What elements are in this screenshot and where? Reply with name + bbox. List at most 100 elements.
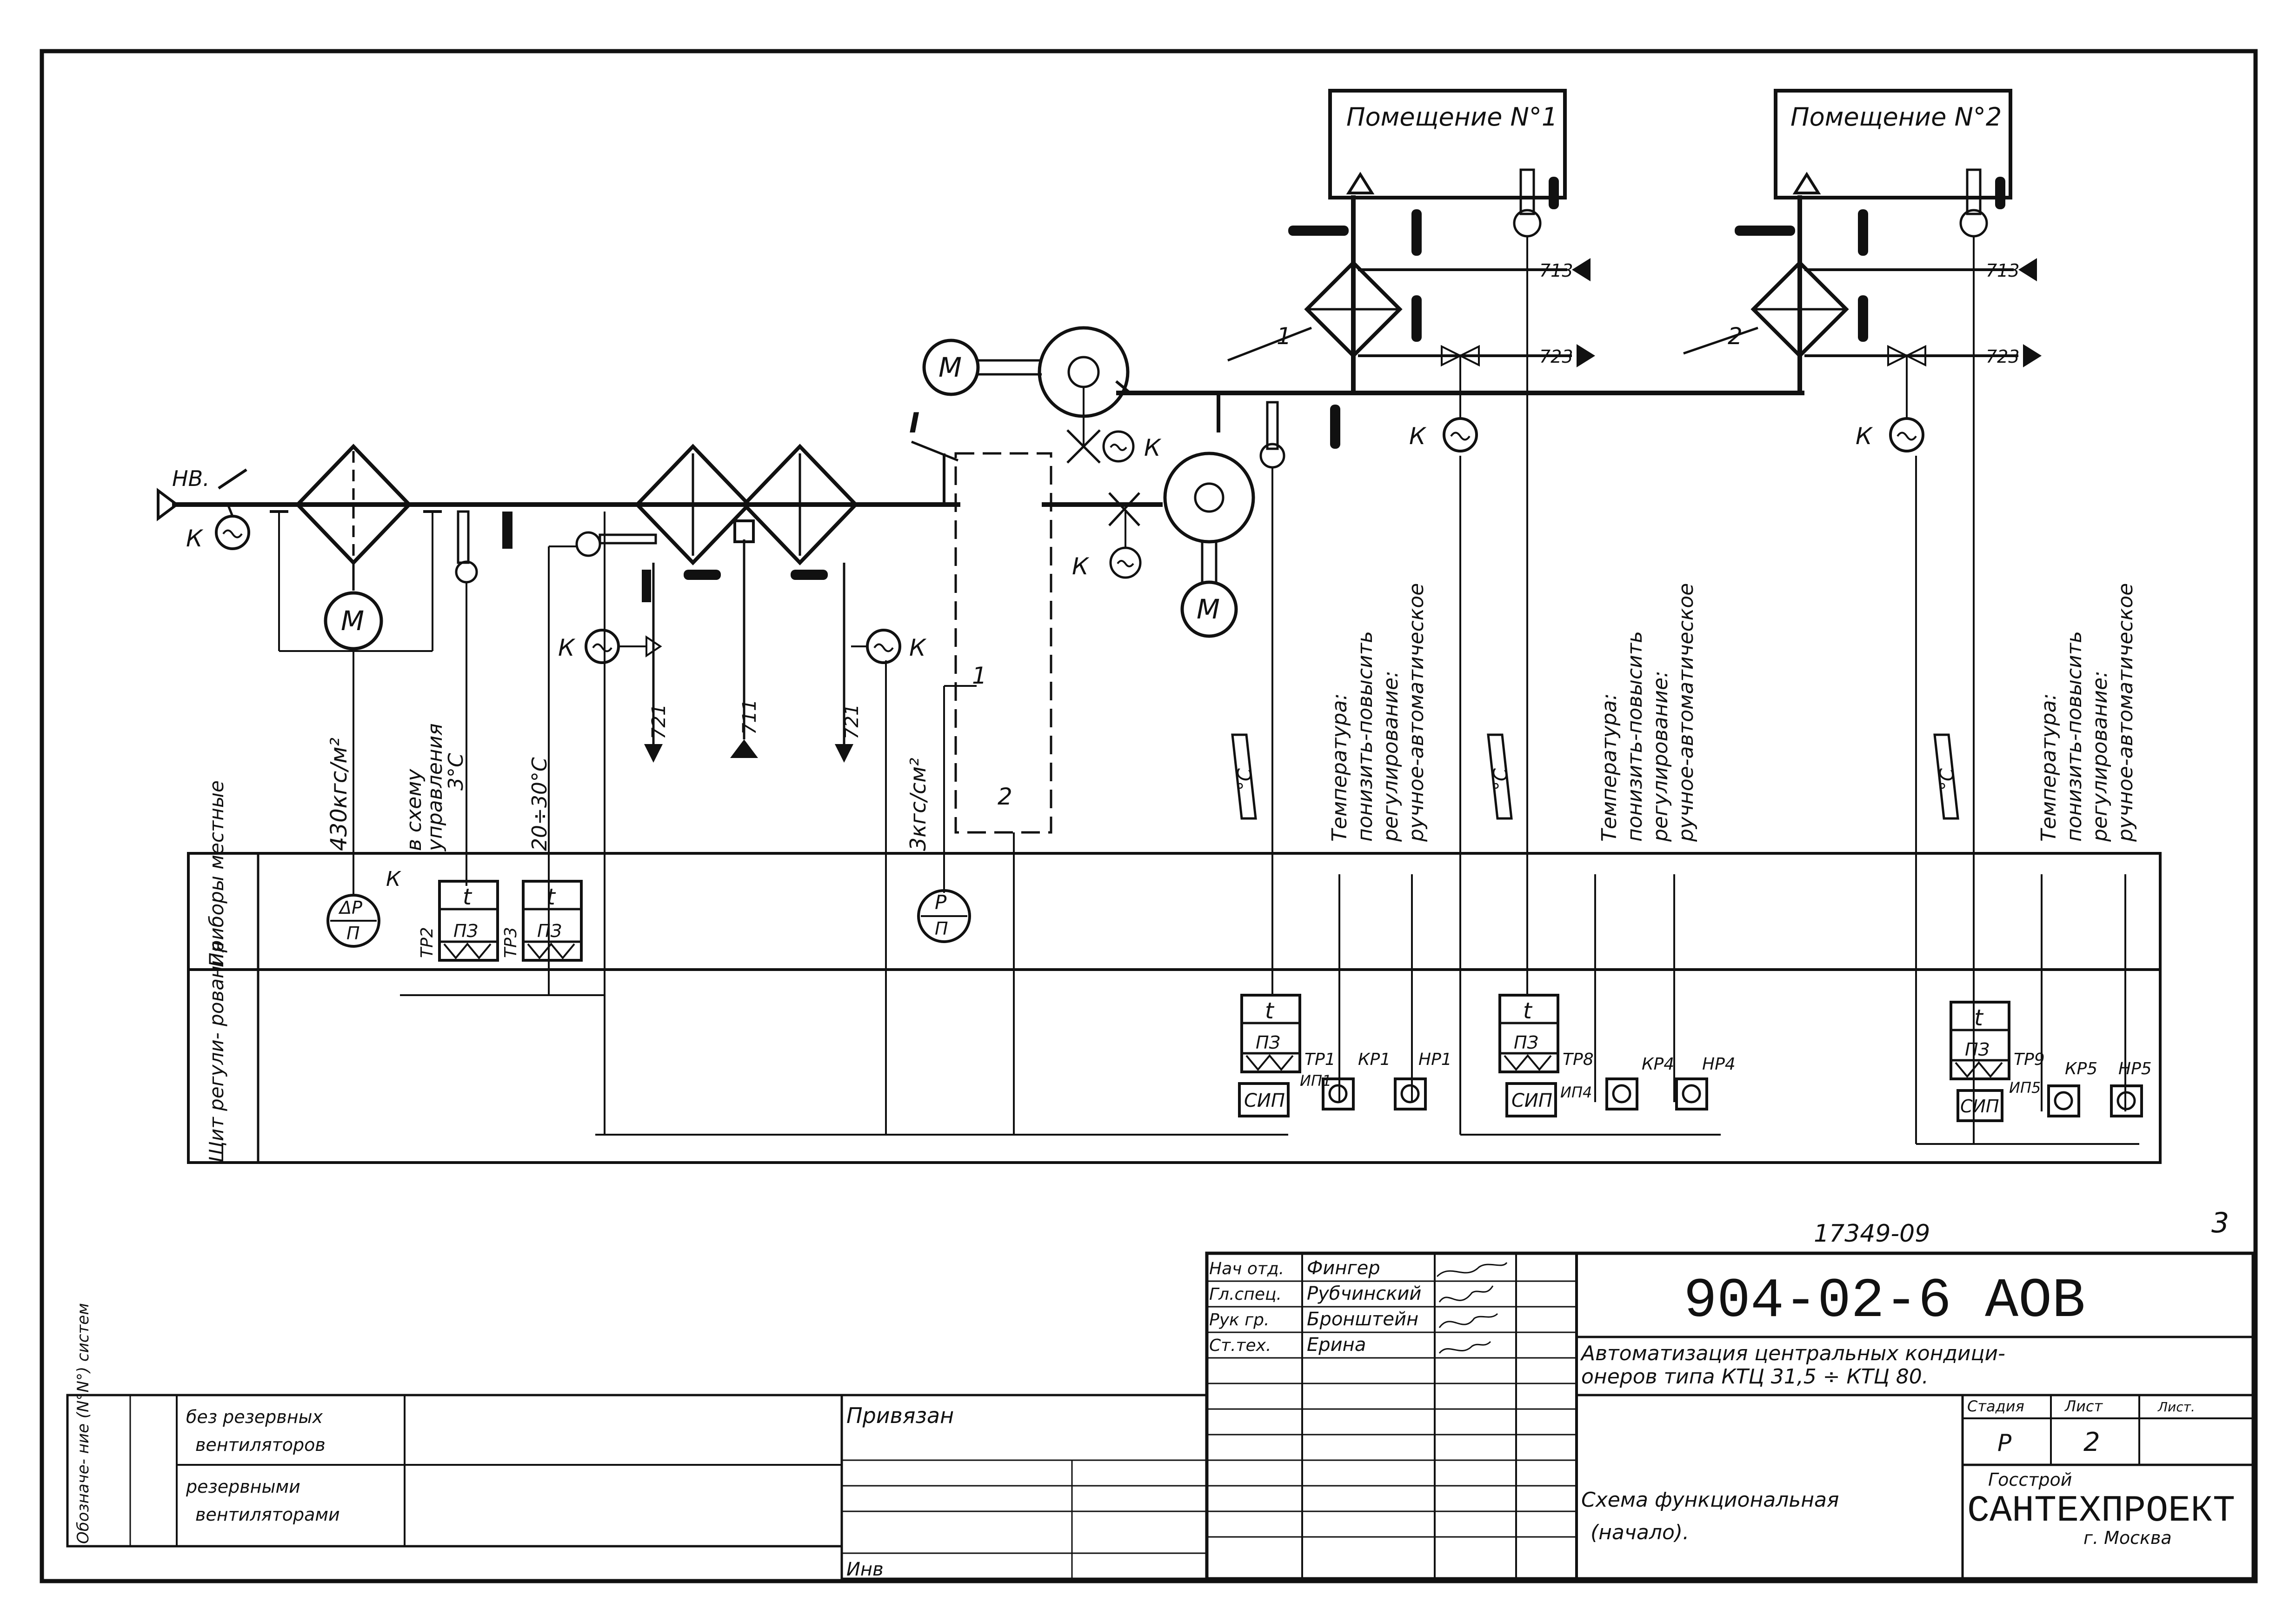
room-1-valve-k: К bbox=[1409, 423, 1427, 450]
room-2-title: Помещение N°2 bbox=[1790, 102, 2002, 132]
inlet-actuator-label: К bbox=[186, 525, 204, 552]
n1-reg: регулирование: bbox=[1379, 671, 1403, 842]
project-code: 904-02-6 АОВ bbox=[1684, 1270, 2085, 1333]
name-3: Бронштейн bbox=[1307, 1309, 1418, 1330]
inventory: Инв bbox=[846, 1559, 884, 1580]
tr2-tag: ТР2 bbox=[418, 927, 437, 958]
sheets-label: Лист. bbox=[2157, 1399, 2195, 1415]
row-panel: Щит регули- рования bbox=[205, 941, 228, 1163]
drawing-name-1: Схема функциональная bbox=[1581, 1488, 1839, 1512]
g3-hr: НР5 bbox=[2118, 1059, 2152, 1078]
line-711: 711 bbox=[739, 699, 760, 735]
dp-setpoint: 430кгс/м² bbox=[326, 738, 352, 851]
stage-value: Р bbox=[1997, 1429, 2012, 1456]
g3-pz: ПЗ bbox=[1965, 1039, 1990, 1060]
temp-sensor-tr3: 20÷30°С bbox=[528, 531, 657, 995]
fan-2-k: К bbox=[1072, 553, 1090, 580]
line-713-a: 713 bbox=[1539, 260, 1573, 281]
valve-1-k: К bbox=[558, 634, 576, 661]
n2-lr: понизить-повысить bbox=[1623, 631, 1647, 842]
line-713-b: 713 bbox=[1986, 260, 2020, 281]
g2-hr: НР4 bbox=[1702, 1055, 1736, 1074]
instrument-rows: Приборы местные Щит регули- рования bbox=[187, 456, 2162, 1164]
role-3: Рук гр. bbox=[1209, 1310, 1269, 1330]
room-1: Помещение N°1 bbox=[1328, 89, 1567, 199]
room-2-cooler: 713 723 К 2 bbox=[1683, 168, 2042, 1144]
tr2-pz: ПЗ bbox=[453, 921, 478, 941]
n2-reg: регулирование: bbox=[1649, 671, 1672, 842]
bound-to: Привязан bbox=[846, 1403, 954, 1428]
g1-ip: ИП1 bbox=[1300, 1072, 1331, 1090]
n3-lr: понизить-повысить bbox=[2063, 631, 2086, 842]
indicator-2: °С bbox=[1487, 733, 1513, 820]
heater-valve-1: К 721 bbox=[558, 563, 670, 763]
air-heater-1 bbox=[634, 444, 752, 565]
dp-sub-label: П bbox=[346, 923, 360, 944]
fan-1-motor: М bbox=[938, 352, 962, 383]
indicator-2-unit: °С bbox=[1490, 768, 1511, 791]
n3-ma: ручное-автоматическое bbox=[2114, 583, 2137, 842]
fan-2-motor: М bbox=[1197, 593, 1220, 625]
tr2-t: t bbox=[463, 884, 473, 910]
temp-sensor-tr2: в схему управления 3°С bbox=[402, 510, 512, 886]
supply-fan-2: М К bbox=[1072, 452, 1255, 638]
duct-temp-sensor bbox=[1259, 401, 1340, 995]
heater-valve-2: К 721 bbox=[835, 563, 927, 763]
g2-sip: СИП bbox=[1511, 1090, 1552, 1111]
outside-air-inlet: НВ. К bbox=[157, 466, 250, 552]
note-temp-range: 20÷30°С bbox=[528, 757, 552, 851]
note-3c: 3°С bbox=[444, 753, 468, 791]
panel-group-2: t ПЗ СИП ТР8 ИП4 КР4 НР4 bbox=[1498, 994, 1736, 1117]
name-2: Рубчинский bbox=[1307, 1283, 1421, 1304]
valve-2-k: К bbox=[909, 634, 927, 661]
name-1: Фингер bbox=[1307, 1257, 1380, 1279]
note-control: управления bbox=[423, 723, 447, 852]
systems-header: Обозначе- ние (N°N°) систем bbox=[74, 1303, 93, 1544]
chamber-pt-1: 1 bbox=[972, 662, 987, 689]
g2-tr: ТР8 bbox=[1563, 1050, 1594, 1069]
air-heater-2 bbox=[741, 444, 859, 565]
supply-fan-1: М К bbox=[922, 326, 1162, 464]
note-to-scheme: в схему bbox=[402, 769, 426, 851]
g3-ip: ИП5 bbox=[2009, 1079, 2041, 1097]
room-1-cooler: 713 723 К 1 bbox=[1227, 168, 1595, 995]
room-2-cooler-label: 2 bbox=[1728, 323, 1743, 350]
pressure-setpoint: 3кгс/см² bbox=[905, 758, 931, 851]
g2-ip: ИП4 bbox=[1560, 1084, 1592, 1101]
g3-kr: КР5 bbox=[2065, 1059, 2097, 1078]
n3-temp: Температура: bbox=[2037, 693, 2061, 842]
line-723-b: 723 bbox=[1986, 346, 2020, 367]
tr3-tag: ТР3 bbox=[501, 927, 520, 958]
fan-1-k: К bbox=[1144, 434, 1162, 461]
title-line-1: Автоматизация центральных кондици- bbox=[1580, 1342, 2005, 1365]
return-711: 711 bbox=[730, 539, 760, 758]
line-723-a: 723 bbox=[1539, 346, 1573, 367]
role-2: Гл.спец. bbox=[1209, 1285, 1282, 1304]
inlet-label: НВ. bbox=[172, 466, 210, 491]
tr3-pz: ПЗ bbox=[537, 921, 562, 941]
indicator-3-unit: °С bbox=[1937, 768, 1958, 791]
g3-t: t bbox=[1974, 1005, 1984, 1031]
pressure-sub: П bbox=[935, 918, 948, 939]
org-city: г. Москва bbox=[2083, 1528, 2172, 1548]
notes-room-1: Температура: понизить-повысить регулиров… bbox=[1328, 583, 1428, 842]
dp-k-label: К bbox=[386, 867, 401, 891]
title-block: 17349-09 3 904-02-6 АОВ Автоматизация це… bbox=[66, 1207, 2255, 1581]
g1-sip: СИП bbox=[1244, 1090, 1285, 1111]
sheet-frame bbox=[40, 49, 2258, 1583]
indicator-1: °С bbox=[1231, 733, 1257, 820]
air-filter: М bbox=[270, 444, 442, 652]
g2-kr: КР4 bbox=[1642, 1055, 1674, 1074]
org-name: САНТЕХПРОЕКТ bbox=[1967, 1490, 2235, 1532]
panel-group-3: t ПЗ СИП ТР9 ИП5 КР5 НР5 bbox=[1950, 1001, 2152, 1122]
g3-sip: СИП bbox=[1960, 1096, 1999, 1117]
org-line-1: Госстрой bbox=[1988, 1469, 2072, 1490]
drawing-name-2: (начало). bbox=[1591, 1521, 1689, 1544]
indicator-1-unit: °С bbox=[1234, 768, 1256, 791]
regulator-tr2: t ПЗ ТР2 bbox=[418, 880, 499, 962]
role-4: Ст.тех. bbox=[1209, 1336, 1271, 1355]
row2-a: резервными bbox=[186, 1476, 300, 1497]
tr3-t: t bbox=[546, 884, 556, 910]
name-4: Ерина bbox=[1307, 1334, 1366, 1356]
